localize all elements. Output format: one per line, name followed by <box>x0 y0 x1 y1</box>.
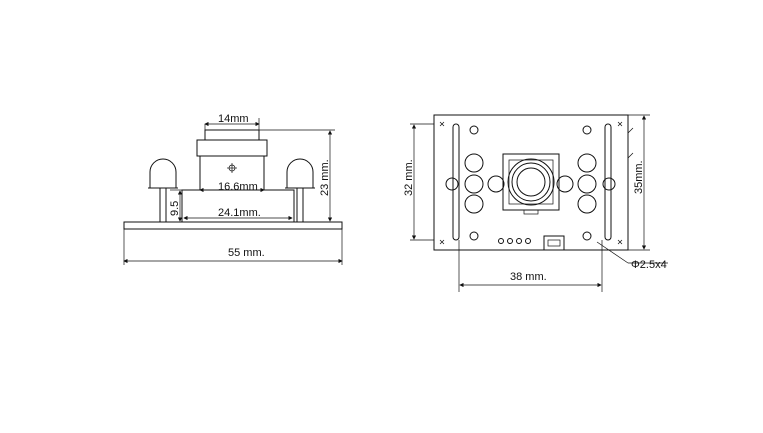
connector-pins <box>498 238 531 244</box>
dim-height-total: 23 mm. <box>319 159 331 196</box>
lens-collar <box>196 139 268 157</box>
dim-housing-width: 16.6mm <box>218 181 258 193</box>
dim-board-inner: 24.1mm. <box>218 207 261 219</box>
dim-height-lower: 9.5 <box>169 201 181 216</box>
led-left <box>148 158 178 222</box>
side-view: 14mm 16.6mm 24.1mm. 55 mm. 23 mm. 9.5 <box>123 113 343 265</box>
mount-hole-bl <box>469 231 479 241</box>
dim-lens-width: 14mm <box>218 113 249 125</box>
mount-hole-br <box>582 231 592 241</box>
dim-front-width: 38 mm. <box>510 271 547 283</box>
slot-left <box>452 123 460 241</box>
lens-assembly <box>502 153 560 215</box>
dim-hole-diameter: Φ2.5x4 <box>631 259 667 271</box>
slot-right <box>604 123 612 241</box>
dim-board-length: 55 mm. <box>228 247 265 259</box>
pcb-board-front <box>433 114 629 251</box>
ir-led-cluster-left <box>445 153 505 214</box>
mount-hole-tl <box>469 125 479 135</box>
dim-board-height: 35mm. <box>633 160 645 194</box>
pcb-board-side <box>123 221 343 230</box>
ir-led-cluster-right <box>556 153 616 214</box>
dim-front-height: 32 mm. <box>403 159 415 196</box>
front-view: 32 mm. 35mm. 38 mm. Φ2.5x4 <box>403 114 668 292</box>
led-right <box>285 158 315 222</box>
mount-hole-tr <box>582 125 592 135</box>
lens-cap <box>204 129 260 141</box>
bottom-connector <box>543 235 565 251</box>
